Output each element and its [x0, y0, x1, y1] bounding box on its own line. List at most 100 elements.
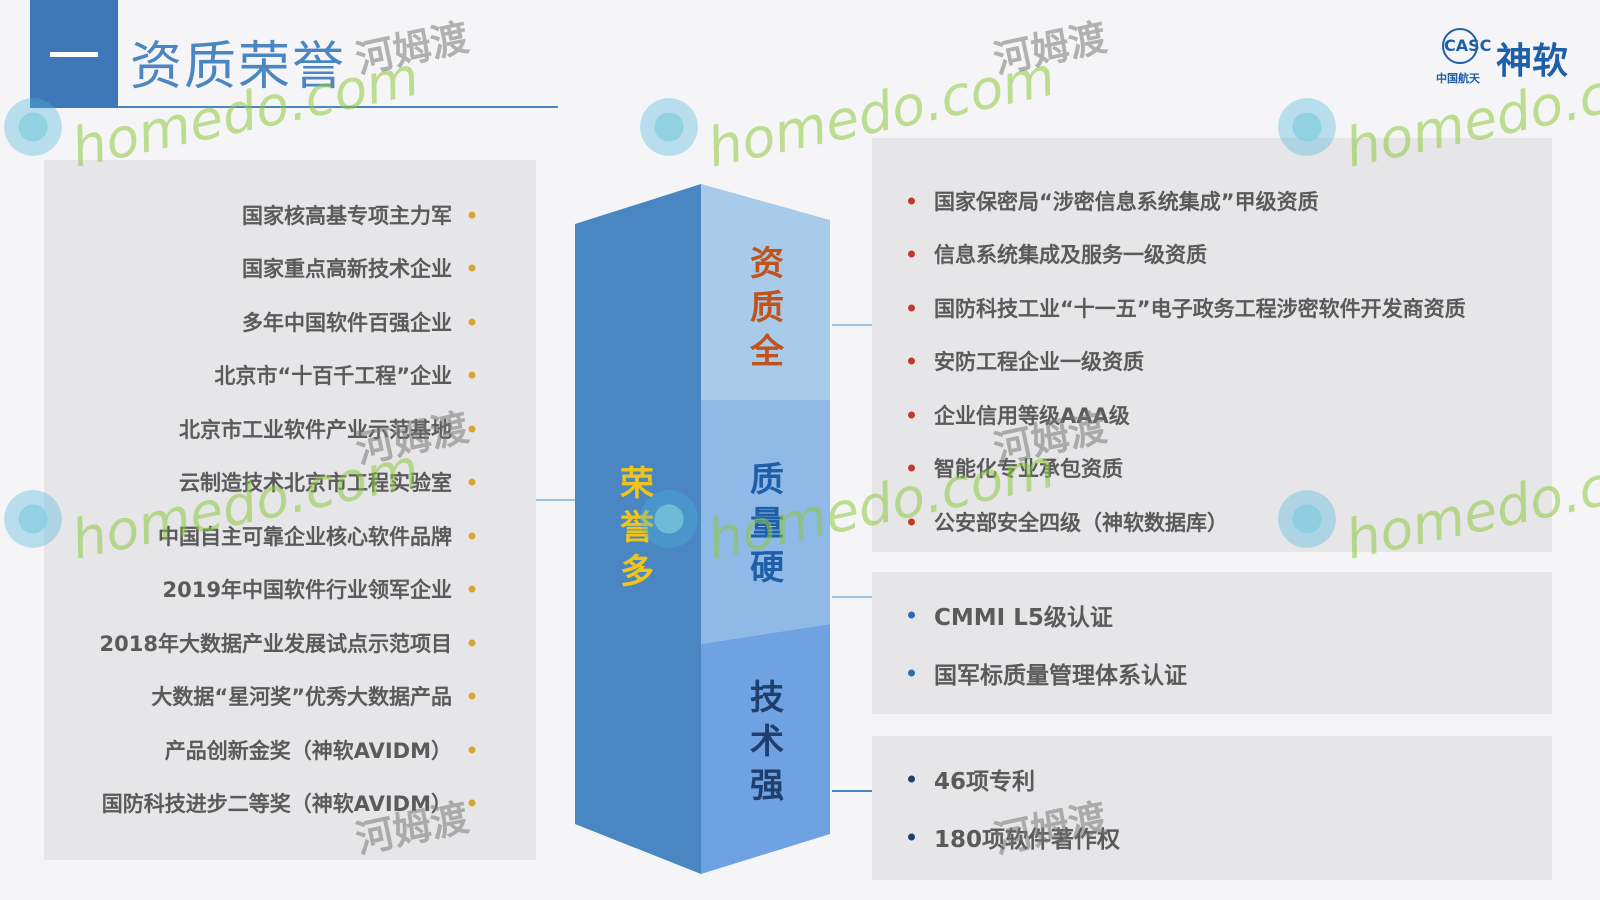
pillar-mid-face: [701, 400, 830, 644]
list-item: 智能化专业承包资质: [908, 442, 1466, 496]
list-item: 国防科技工业“十一五”电子政务工程涉密软件开发商资质: [908, 281, 1466, 335]
list-item-label: 云制造技术北京市工程实验室: [179, 471, 452, 496]
list-item-label: 2018年大数据产业发展试点示范项目: [99, 631, 452, 656]
list-item-label: 公安部安全四级（神软数据库）: [934, 510, 1228, 535]
list-item-label: 信息系统集成及服务一级资质: [934, 243, 1207, 268]
list-item-label: 国防科技进步二等奖（神软AVIDM）: [101, 792, 452, 817]
list-item: 多年中国软件百强企业: [44, 295, 536, 349]
bullet-icon: [908, 304, 915, 312]
bullet-icon: [468, 478, 476, 486]
list-item: 云制造技术北京市工程实验室: [44, 456, 536, 510]
watermark-cn: 河姆渡: [989, 15, 1111, 82]
bullet-icon: [908, 411, 915, 419]
list-item: 产品创新金奖（神软AVIDM）: [44, 723, 536, 777]
list-item-label: 北京市工业软件产业示范基地: [179, 417, 452, 442]
list-item-label: 国防科技工业“十一五”电子政务工程涉密软件开发商资质: [934, 296, 1466, 321]
pillar-label-quality: 质量硬: [750, 460, 784, 588]
list-item: 大数据“星河奖”优秀大数据产品: [44, 670, 536, 724]
list-item-label: 180项软件著作权: [934, 827, 1121, 853]
bullet-icon: [908, 464, 915, 472]
list-item-label: CMMI L5级认证: [934, 605, 1113, 631]
connector-mid: [832, 596, 872, 598]
list-item-label: 国家重点高新技术企业: [242, 257, 452, 282]
pillar-label-technology: 技术强: [750, 678, 784, 806]
bullet-icon: [468, 585, 476, 593]
bullet-icon: [468, 264, 476, 272]
list-item: 180项软件著作权: [908, 808, 1120, 866]
list-item: CMMI L5级认证: [908, 586, 1187, 644]
list-item: 安防工程企业一级资质: [908, 335, 1466, 389]
list-item: 北京市“十百千工程”企业: [44, 349, 536, 403]
list-item-label: 企业信用等级AAA级: [934, 403, 1130, 428]
bullet-icon: [468, 318, 476, 326]
pillar-label-honors: 荣誉多: [620, 464, 654, 592]
connector-left: [536, 499, 576, 501]
bullet-icon: [468, 211, 476, 219]
title-underline: [118, 106, 558, 108]
connector-top: [832, 324, 872, 326]
quality-list: CMMI L5级认证 国军标质量管理体系认证: [908, 586, 1187, 702]
qualifications-panel: 国家保密局“涉密信息系统集成”甲级资质 信息系统集成及服务一级资质 国防科技工业…: [872, 138, 1552, 552]
pillar-top-face: [701, 184, 830, 400]
logo-brand: 神软: [1496, 41, 1569, 82]
list-item: 国防科技进步二等奖（神软AVIDM）: [44, 777, 536, 831]
list-item-label: 安防工程企业一级资质: [934, 350, 1144, 375]
list-item: 公安部安全四级（神软数据库）: [908, 495, 1466, 549]
bullet-icon: [908, 669, 915, 677]
company-logo: CASC 中国航天 神软: [1436, 28, 1582, 88]
list-item: 中国自主可靠企业核心软件品牌: [44, 509, 536, 563]
technology-list: 46项专利 180项软件著作权: [908, 750, 1120, 866]
list-item: 2018年大数据产业发展试点示范项目: [44, 616, 536, 670]
bullet-icon: [468, 799, 476, 807]
watermark-flower-icon: [640, 98, 698, 156]
honor-pillar: 荣誉多 资质全 质量硬 技术强: [575, 184, 835, 874]
list-item: 国家核高基专项主力军: [44, 188, 536, 242]
bullet-icon: [908, 775, 915, 783]
bullet-icon: [908, 357, 915, 365]
list-item: 2019年中国软件行业领军企业: [44, 563, 536, 617]
honors-list: 国家核高基专项主力军 国家重点高新技术企业 多年中国软件百强企业 北京市“十百千…: [44, 188, 536, 830]
bullet-icon: [468, 425, 476, 433]
page-title: 资质荣誉: [130, 37, 347, 97]
logo-subtitle: 中国航天: [1436, 72, 1480, 85]
pillar-left-face: [575, 184, 701, 874]
watermark-cn: 河姆渡: [351, 15, 473, 82]
bullet-icon: [908, 250, 915, 258]
qualifications-list: 国家保密局“涉密信息系统集成”甲级资质 信息系统集成及服务一级资质 国防科技工业…: [908, 174, 1466, 549]
list-item: 北京市工业软件产业示范基地: [44, 402, 536, 456]
bullet-icon: [908, 197, 915, 205]
list-item-label: 中国自主可靠企业核心软件品牌: [158, 524, 452, 549]
list-item: 信息系统集成及服务一级资质: [908, 228, 1466, 282]
title-dash: [50, 52, 98, 57]
bullet-icon: [908, 518, 915, 526]
pillar-bottom-face: [701, 624, 830, 874]
list-item-label: 国家核高基专项主力军: [242, 203, 452, 228]
list-item-label: 北京市“十百千工程”企业: [214, 364, 452, 389]
list-item-label: 智能化专业承包资质: [934, 457, 1123, 482]
list-item: 企业信用等级AAA级: [908, 388, 1466, 442]
pillar-label-qualification: 资质全: [750, 244, 784, 372]
pillar-graphic: [575, 184, 830, 874]
title-accent-block: [30, 0, 118, 108]
bullet-icon: [468, 639, 476, 647]
list-item-label: 国军标质量管理体系认证: [934, 663, 1187, 689]
bullet-icon: [468, 746, 476, 754]
list-item: 国家保密局“涉密信息系统集成”甲级资质: [908, 174, 1466, 228]
bullet-icon: [468, 692, 476, 700]
bullet-icon: [908, 833, 915, 841]
honors-panel: 国家核高基专项主力军 国家重点高新技术企业 多年中国软件百强企业 北京市“十百千…: [44, 160, 536, 860]
list-item-label: 大数据“星河奖”优秀大数据产品: [151, 685, 452, 710]
list-item: 国家重点高新技术企业: [44, 242, 536, 296]
list-item-label: 2019年中国软件行业领军企业: [162, 578, 452, 603]
list-item-label: 46项专利: [934, 769, 1036, 795]
list-item-label: 国家保密局“涉密信息系统集成”甲级资质: [934, 189, 1319, 214]
list-item: 国军标质量管理体系认证: [908, 644, 1187, 702]
bullet-icon: [468, 532, 476, 540]
bullet-icon: [908, 611, 915, 619]
list-item-label: 产品创新金奖（神软AVIDM）: [164, 738, 452, 763]
connector-bottom: [832, 790, 872, 792]
quality-panel: CMMI L5级认证 国军标质量管理体系认证: [872, 572, 1552, 714]
technology-panel: 46项专利 180项软件著作权: [872, 736, 1552, 880]
list-item: 46项专利: [908, 750, 1120, 808]
list-item-label: 多年中国软件百强企业: [242, 310, 452, 335]
